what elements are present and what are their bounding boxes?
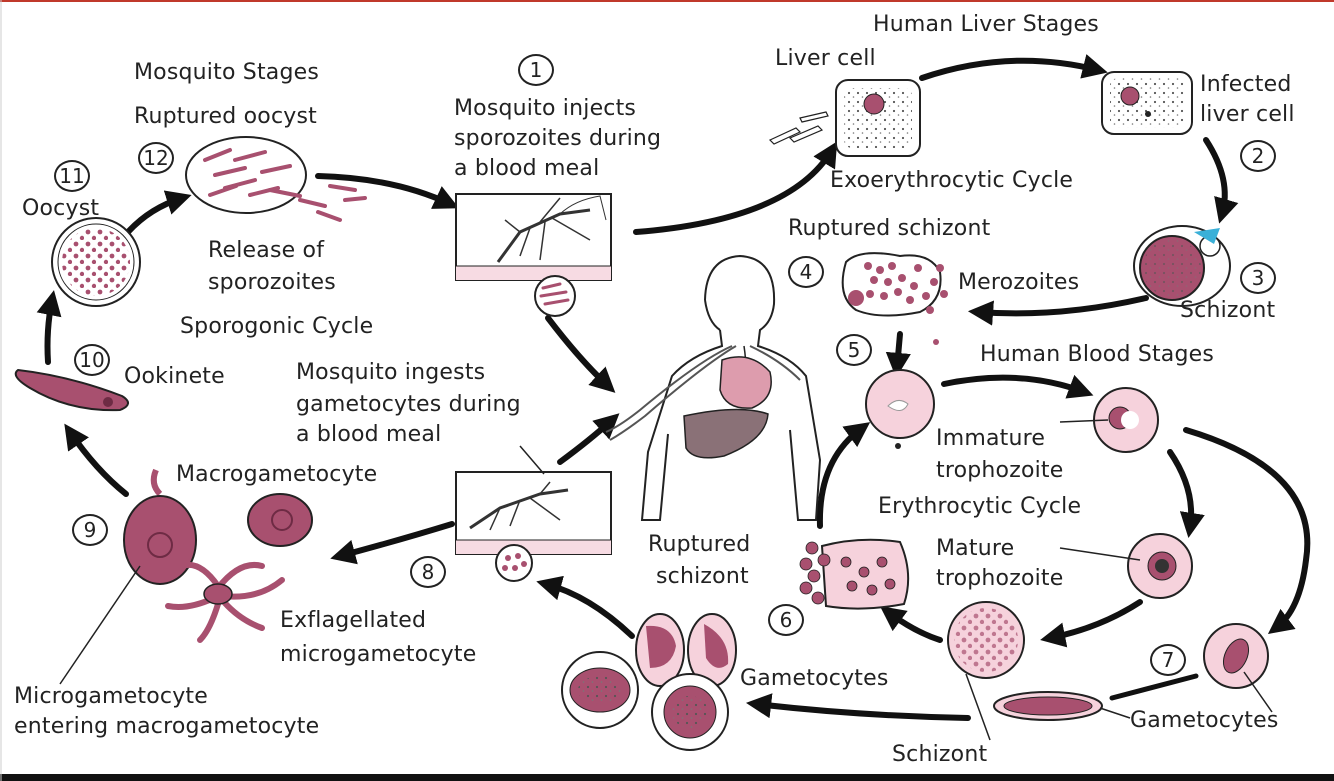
step-number-7: 7 — [1150, 644, 1186, 676]
step1-line3: a blood meal — [454, 156, 600, 181]
ruptured-blood-schizont — [799, 538, 910, 610]
exflagellated-microgametocyte — [165, 562, 285, 643]
mature-trophozoite — [1059, 533, 1193, 599]
label-ruptured-oocyst: Ruptured oocyst — [134, 104, 317, 129]
ookinete — [14, 368, 129, 412]
gametocyte-crescent — [993, 691, 1131, 721]
label-schizont-right: Schizont — [1180, 298, 1276, 323]
blood-schizont — [947, 601, 1025, 741]
label-exoerythrocytic-cycle: Exoerythrocytic Cycle — [830, 168, 1074, 193]
liver-schizont — [1133, 225, 1231, 307]
label-infected-2: liver cell — [1200, 102, 1295, 127]
label-release-2: sporozoites — [208, 270, 336, 295]
gametocyte-cluster — [561, 613, 737, 751]
immature-trophozoite — [1059, 387, 1159, 453]
step-number-5: 5 — [836, 334, 872, 366]
infected-liver-cell — [1101, 71, 1193, 135]
label-gametocytes-right: Gametocytes — [1130, 708, 1279, 733]
label-merozoites: Merozoites — [958, 270, 1080, 295]
title-human-blood-stages: Human Blood Stages — [980, 342, 1215, 367]
label-microgametocyte-2: entering macrogametocyte — [14, 714, 320, 739]
label-schizont-bottom: Schizont — [892, 742, 988, 767]
ruptured-oocyst — [185, 136, 367, 222]
step-number-1: 1 — [518, 54, 554, 86]
label-ookinete: Ookinete — [124, 364, 225, 389]
step-number-6: 6 — [768, 604, 804, 636]
label-sporogonic-cycle: Sporogonic Cycle — [180, 314, 374, 339]
heart-organ — [719, 356, 772, 409]
label-release-1: Release of — [208, 238, 325, 263]
red-blood-cell — [865, 369, 935, 449]
label-erythrocytic-cycle: Erythrocytic Cycle — [878, 494, 1082, 519]
step-number-3: 3 — [1240, 262, 1276, 294]
human-figure — [605, 254, 822, 521]
label-immature-1: Immature — [936, 426, 1046, 451]
label-ingests-1: Mosquito ingests — [296, 360, 486, 385]
label-mature-1: Mature — [936, 536, 1015, 561]
gametocyte-right — [1203, 623, 1273, 713]
step-number-9: 9 — [72, 514, 108, 546]
step-number-10: 10 — [74, 344, 110, 376]
step-number-11: 11 — [54, 160, 90, 192]
step-number-12: 12 — [138, 142, 174, 174]
step-number-4: 4 — [788, 256, 824, 288]
microgametocyte-entering-macrogametocyte — [59, 468, 197, 685]
liver-organ — [683, 408, 769, 459]
label-immature-2: trophozoite — [936, 458, 1064, 483]
step1-line1: Mosquito injects — [454, 96, 637, 121]
ruptured-liver-schizont — [841, 252, 948, 345]
label-ingests-2: gametocytes during — [296, 392, 521, 417]
mosquito-feeding-illustration-8 — [455, 445, 612, 555]
label-liver-cell: Liver cell — [775, 46, 876, 71]
label-macrogametocyte: Macrogametocyte — [176, 462, 378, 487]
label-exflagellated-1: Exflagellated — [280, 608, 427, 633]
sporozoites-entering — [768, 111, 829, 145]
oocyst — [51, 217, 141, 307]
macrogametocyte — [247, 493, 313, 547]
label-oocyst: Oocyst — [22, 196, 100, 221]
step-number-2: 2 — [1240, 140, 1276, 172]
sporozoites-inset — [534, 275, 576, 317]
label-infected-1: Infected — [1200, 72, 1292, 97]
step1-line2: sporozoites during — [454, 126, 662, 151]
label-ruptured-schizont-top: Ruptured schizont — [788, 216, 991, 241]
label-ruptured-1: Ruptured — [648, 532, 751, 557]
title-human-liver-stages: Human Liver Stages — [873, 12, 1099, 37]
label-gametocytes-bottom: Gametocytes — [740, 666, 889, 691]
frame-bottom-border — [0, 774, 1334, 781]
label-ingests-3: a blood meal — [296, 422, 442, 447]
label-microgametocyte-1: Microgametocyte — [14, 684, 208, 709]
step-number-8: 8 — [410, 556, 446, 588]
label-exflagellated-2: microgametocyte — [280, 642, 477, 667]
liver-cell — [835, 79, 921, 157]
mosquito-feeding-illustration-1 — [455, 193, 612, 281]
gametocytes-inset — [495, 544, 533, 582]
label-mature-2: trophozoite — [936, 566, 1064, 591]
title-mosquito-stages: Mosquito Stages — [134, 60, 320, 85]
cycle-arrows — [36, 54, 1311, 721]
label-ruptured-2: schizont — [656, 564, 749, 589]
